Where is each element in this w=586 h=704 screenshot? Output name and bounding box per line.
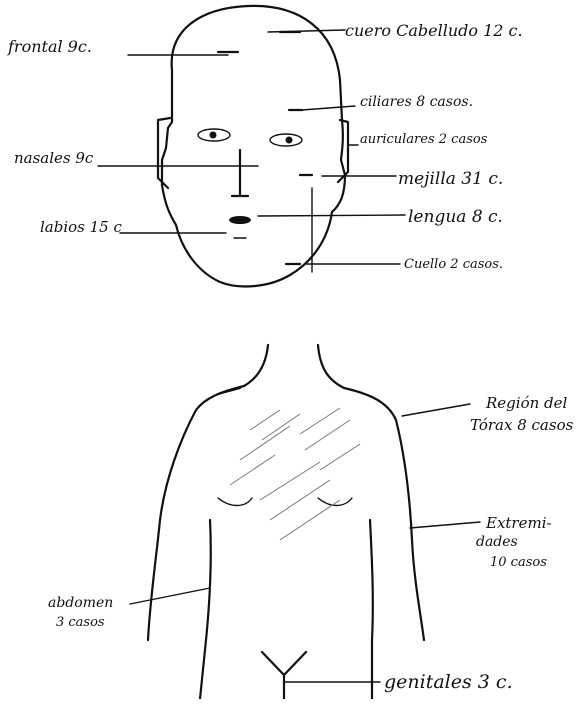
right-armpit-side	[370, 520, 373, 699]
label-abdomen-2: 3 casos	[56, 615, 105, 630]
neck-left	[244, 345, 268, 386]
left-pupil	[210, 132, 217, 139]
right-chest	[318, 498, 352, 506]
label-torax-2: Tórax 8 casos	[470, 416, 574, 434]
label-nasales: nasales 9c	[14, 149, 94, 167]
label-mejilla: mejilla 31 c.	[398, 169, 503, 189]
head-leaders	[98, 30, 405, 264]
torso-drawing	[148, 345, 424, 699]
leader-cuero	[268, 30, 345, 32]
nose	[232, 150, 248, 196]
right-pupil	[286, 137, 293, 144]
label-ciliares: ciliares 8 casos.	[360, 94, 473, 110]
torso-leaders	[130, 404, 480, 682]
mouth	[229, 216, 251, 224]
leader-lengua	[258, 215, 405, 216]
label-cuero-cabelludo: cuero Cabelludo 12 c.	[345, 21, 523, 40]
left-shoulder-arm	[148, 386, 244, 640]
label-extremidades-3: 10 casos	[490, 555, 547, 570]
label-auriculares: auriculares 2 casos	[360, 132, 488, 147]
leader-abdomen	[130, 588, 210, 604]
right-shoulder-arm	[344, 388, 424, 640]
label-abdomen-1: abdomen	[48, 595, 113, 611]
chest-hatching	[230, 408, 360, 540]
head-outline	[162, 6, 345, 287]
label-frontal: frontal 9c.	[7, 37, 92, 56]
label-cuello: Cuello 2 casos.	[404, 257, 503, 272]
leader-torax	[402, 404, 470, 416]
head-drawing	[158, 6, 348, 287]
left-chest	[218, 498, 252, 506]
label-extremidades-2: dades	[476, 534, 518, 550]
label-genitales: genitales 3 c.	[384, 671, 513, 693]
label-lengua: lengua 8 c.	[408, 207, 503, 227]
label-labios: labios 15 c	[40, 218, 122, 236]
shoulder-mark	[218, 388, 240, 394]
label-extremidades-1: Extremi-	[485, 514, 552, 532]
genital-mark	[262, 652, 306, 699]
leader-ciliares	[302, 106, 355, 110]
left-armpit-side	[200, 520, 211, 699]
neck-right	[318, 345, 344, 388]
body-labels: Región del Tórax 8 casos Extremi- dades …	[48, 394, 574, 693]
label-torax-1: Región del	[485, 394, 568, 412]
head-labels: cuero Cabelludo 12 c. frontal 9c. ciliar…	[7, 21, 523, 272]
leader-extremidades	[410, 522, 480, 528]
